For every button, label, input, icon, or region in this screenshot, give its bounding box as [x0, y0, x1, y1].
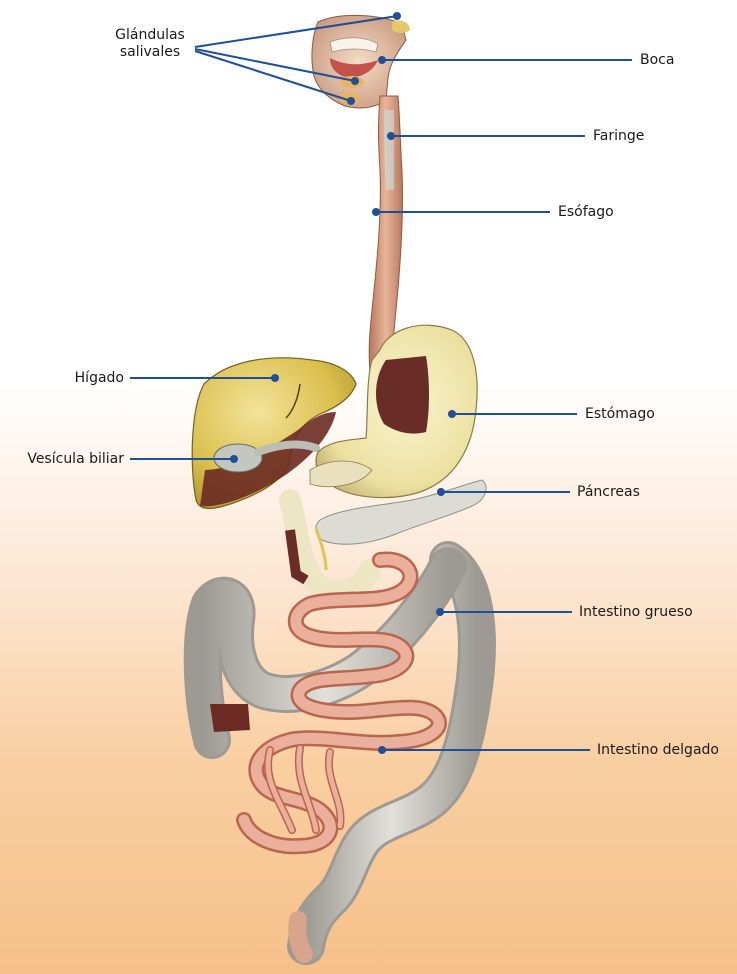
- large-intestine-illustration: [203, 560, 477, 954]
- dot-intestino-grueso: [436, 608, 444, 616]
- dot-intestino-delgado: [378, 746, 386, 754]
- dot-glandulas-3: [347, 97, 355, 105]
- label-intestino-delgado: Intestino delgado: [597, 742, 719, 759]
- dot-vesicula: [230, 455, 238, 463]
- dot-pancreas: [437, 488, 445, 496]
- label-higado: Hígado: [60, 370, 124, 387]
- dot-higado: [271, 374, 279, 382]
- label-vesicula-biliar: Vesícula biliar: [10, 451, 124, 468]
- label-glandulas-salivales: Glándulas salivales: [112, 27, 188, 61]
- dot-glandulas-1: [393, 12, 401, 20]
- label-boca: Boca: [640, 52, 674, 69]
- label-esofago: Esófago: [558, 204, 614, 221]
- dot-estomago: [448, 410, 456, 418]
- dot-esofago: [372, 208, 380, 216]
- label-estomago: Estómago: [585, 406, 655, 423]
- label-pancreas: Páncreas: [577, 484, 640, 501]
- label-faringe: Faringe: [593, 128, 644, 145]
- dot-faringe: [387, 132, 395, 140]
- label-intestino-grueso: Intestino grueso: [579, 604, 693, 621]
- dot-boca: [378, 56, 386, 64]
- esophagus-illustration: [369, 96, 402, 372]
- dot-glandulas-2: [351, 77, 359, 85]
